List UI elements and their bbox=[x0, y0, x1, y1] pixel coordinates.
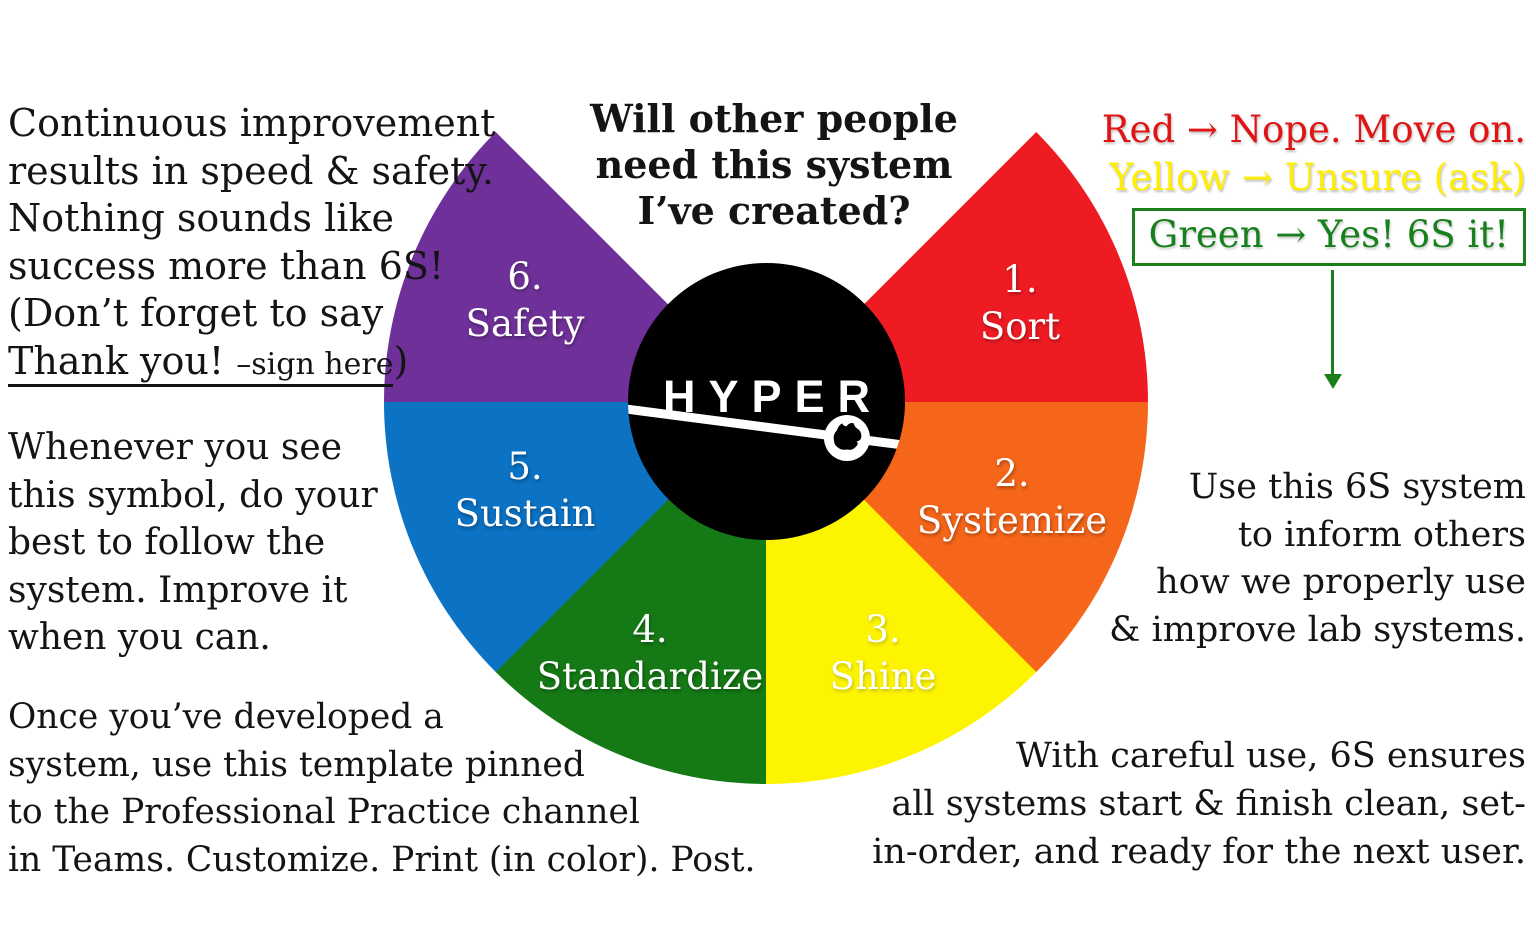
text-line: & improve lab systems. bbox=[1109, 609, 1526, 650]
text-line: all systems start & finish clean, set- bbox=[891, 784, 1526, 824]
text-line: to inform others bbox=[1237, 514, 1526, 555]
title-line: Will other people bbox=[590, 96, 958, 141]
thank-you-line: Thank you! –sign here) bbox=[8, 338, 496, 389]
wsu-cougar-icon bbox=[824, 415, 870, 461]
segment-number: 4. bbox=[632, 608, 668, 651]
hyper-wordmark: HYPER bbox=[662, 371, 884, 422]
segment-label: Shine bbox=[829, 655, 937, 698]
usage-text-block: Use this 6S system to inform others how … bbox=[1109, 464, 1526, 654]
segment-number: 1. bbox=[1002, 258, 1038, 301]
6s-wheel: 1. Sort 2. Systemize 3. Shine 4. Standar… bbox=[384, 20, 1148, 784]
page-title: Will other people need this system I’ve … bbox=[554, 96, 994, 234]
careful-use-text-block: With careful use, 6S ensures all systems… bbox=[872, 732, 1526, 876]
wheel-segment-safety: 6. Safety bbox=[466, 253, 585, 347]
wheel-segment-shine: 3. Shine bbox=[830, 606, 937, 700]
text-line: system, use this template pinned bbox=[8, 744, 585, 785]
legend-yellow-line: Yellow → Unsure (ask) bbox=[1109, 156, 1526, 199]
segment-label: Sustain bbox=[454, 492, 596, 535]
template-text-block: Once you’ve developed a system, use this… bbox=[8, 694, 756, 884]
hyper-logo-hub: HYPER bbox=[628, 263, 905, 540]
text-line: (Don’t forget to say bbox=[8, 291, 384, 335]
intro-text-block: Continuous improvement results in speed … bbox=[8, 100, 496, 388]
segment-label: Standardize bbox=[536, 655, 764, 698]
text-line: in Teams. Customize. Print (in color). P… bbox=[8, 839, 756, 880]
text-line: Whenever you see bbox=[8, 427, 343, 468]
segment-number: 6. bbox=[507, 255, 543, 298]
text-line: to the Professional Practice channel bbox=[8, 792, 640, 832]
text-line: system. Improve it bbox=[8, 569, 348, 611]
text-line: results in speed & safety. bbox=[8, 148, 494, 193]
wheel-segment-systemize: 2. Systemize bbox=[917, 450, 1107, 544]
segment-number: 5. bbox=[507, 445, 543, 488]
wheel-segment-sustain: 5. Sustain bbox=[455, 443, 596, 537]
text-line: Nothing sounds like bbox=[8, 196, 394, 240]
text-line: Continuous improvement bbox=[8, 101, 496, 145]
green-down-arrow-icon bbox=[1323, 374, 1342, 389]
legend-green-box: Green → Yes! 6S it! bbox=[1131, 208, 1526, 266]
text-line: in-order, and ready for the next user. bbox=[872, 832, 1526, 872]
text-line: With careful use, 6S ensures bbox=[1015, 736, 1526, 776]
segment-number: 3. bbox=[865, 608, 901, 651]
text-line: best to follow the bbox=[8, 522, 326, 563]
thank-you-text: Thank you! bbox=[8, 338, 225, 383]
green-down-arrow-stem bbox=[1331, 270, 1334, 374]
text-line: when you can. bbox=[8, 617, 271, 658]
text-line: this symbol, do your bbox=[8, 474, 378, 516]
text-line: Once you’ve developed a bbox=[8, 697, 444, 737]
color-legend: Red → Nope. Move on. Yellow → Unsure (as… bbox=[1102, 106, 1526, 266]
wheel-segment-sort: 1. Sort bbox=[980, 256, 1060, 350]
title-line: need this system bbox=[595, 142, 953, 187]
wheel-segment-standardize: 4. Standardize bbox=[537, 606, 763, 700]
title-line: I’ve created? bbox=[637, 188, 911, 233]
legend-red-line: Red → Nope. Move on. bbox=[1101, 108, 1526, 151]
segment-label: Systemize bbox=[916, 499, 1108, 542]
symbol-text-block: Whenever you see this symbol, do your be… bbox=[8, 424, 378, 662]
segment-label: Sort bbox=[979, 305, 1061, 348]
legend-green-line: Green → Yes! 6S it! bbox=[1148, 213, 1509, 256]
text-line: how we properly use bbox=[1156, 562, 1526, 602]
text-line: Use this 6S system bbox=[1188, 467, 1526, 507]
segment-label: Safety bbox=[465, 302, 585, 345]
sign-here-text: –sign here bbox=[236, 346, 394, 382]
segment-number: 2. bbox=[994, 452, 1030, 495]
paren: ) bbox=[393, 338, 409, 383]
text-line: success more than 6S! bbox=[8, 243, 445, 288]
